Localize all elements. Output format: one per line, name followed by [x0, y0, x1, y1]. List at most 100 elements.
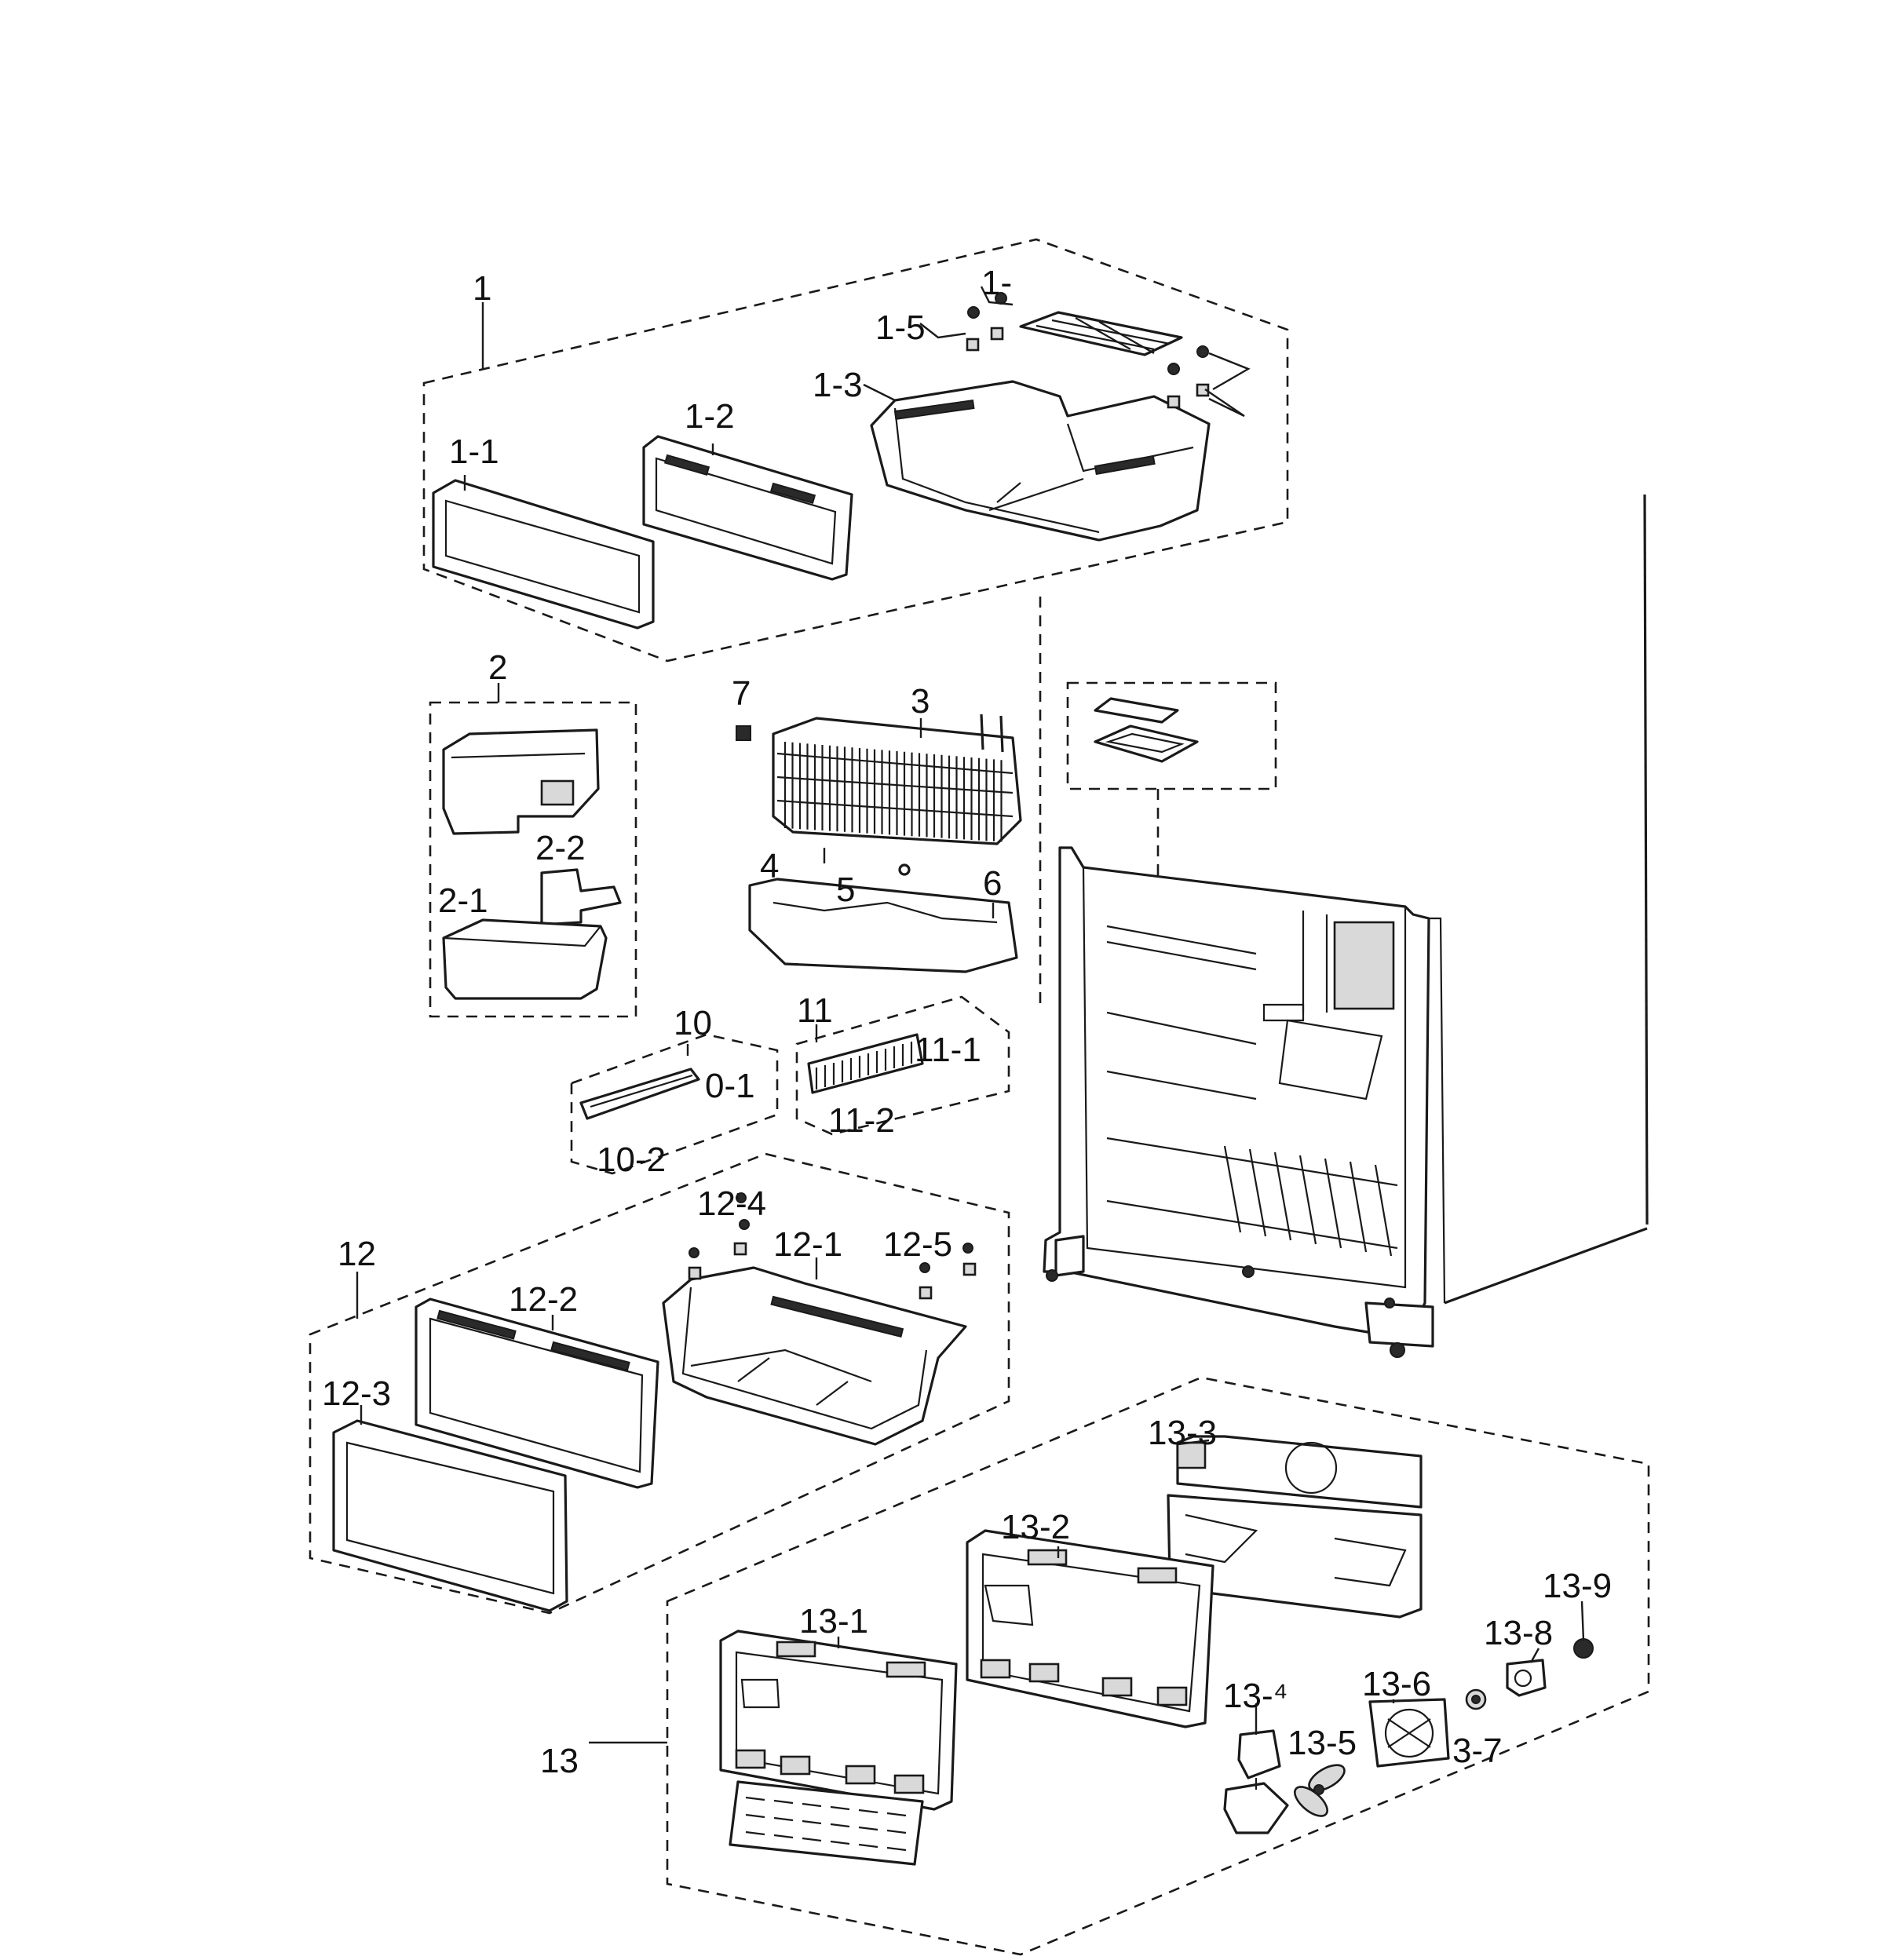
- callout-2-1: 2-1: [438, 881, 488, 920]
- leader-lines: [356, 286, 1585, 1744]
- panel-slot: [858, 1826, 878, 1831]
- callout-11-1: 11-1: [915, 1031, 981, 1069]
- part-drawer-top-grille: [1019, 311, 1183, 356]
- part-13-5-fan-blade: [1294, 1764, 1346, 1817]
- panel-slot: [830, 1805, 850, 1811]
- part-11-rail-body: [807, 1033, 924, 1094]
- callout-11: 11: [797, 991, 833, 1030]
- callout-13-1: 13-1: [799, 1602, 868, 1641]
- callout-2: 2: [488, 648, 507, 687]
- callout-3-7: 3-7: [1452, 1732, 1503, 1770]
- shelf-rib: [1324, 1158, 1342, 1249]
- part-13-1-panel: [719, 1630, 958, 1866]
- refrigerator-cabinet: [1039, 494, 1649, 1358]
- panel-slot: [886, 1846, 907, 1852]
- panel-slot: [802, 1819, 822, 1825]
- callout-7: 7: [732, 674, 751, 713]
- panel-slot: [858, 1809, 878, 1814]
- part-13-7-grommet: [1465, 1688, 1487, 1710]
- callout-1-: 1-: [981, 264, 1012, 302]
- callout-3: 3: [911, 682, 930, 721]
- shelf-rib: [1248, 1148, 1267, 1237]
- group-3-evaporator: [736, 714, 1022, 973]
- panel-slot: [745, 1796, 765, 1801]
- callout-13-9: 13-9: [1543, 1567, 1612, 1605]
- part-13-3-rear-cover: [1167, 1435, 1423, 1619]
- part-top-cover: [1094, 697, 1199, 763]
- shelf-rib: [1374, 1164, 1393, 1257]
- group-13-boundary: [666, 1376, 1650, 1956]
- part-13-9-grommet: [1573, 1638, 1594, 1659]
- callout-13: 13: [540, 1742, 579, 1780]
- panel-slot: [745, 1830, 765, 1836]
- panel-slot: [802, 1802, 822, 1808]
- part-cabinet-body: [1043, 494, 1649, 1358]
- part-13-6-fan-shroud: [1368, 1698, 1450, 1768]
- callout-12-2: 12-2: [509, 1280, 578, 1319]
- evaporator-fins: [783, 742, 1003, 842]
- callout-12-1: 12-1: [773, 1225, 842, 1264]
- part-1-3-drawer-basket: [870, 380, 1211, 542]
- part-1-1-drawer-front: [432, 479, 655, 630]
- group-12-drawer-assembly: [309, 1152, 1010, 1615]
- callout-13-2: 13-2: [1001, 1508, 1070, 1546]
- group-13-panel-fan-assembly: [666, 1376, 1650, 1956]
- group-2-ice-maker: [429, 701, 637, 1018]
- callout-1: 1: [473, 269, 491, 308]
- part-7-clip: [736, 725, 751, 741]
- shelf-rib: [1223, 1145, 1242, 1233]
- part-1-5-fasteners: [966, 292, 1210, 409]
- panel-slot: [745, 1813, 765, 1819]
- part-12-2-drawer-cover: [415, 1298, 659, 1489]
- callout-13-4: 13-⁴: [1223, 1677, 1288, 1715]
- group-10-boundary: [570, 1033, 779, 1175]
- callout-12-5: 12-5: [883, 1225, 952, 1264]
- part-5-sensor: [898, 863, 911, 876]
- group-12-boundary: [309, 1152, 1010, 1615]
- panel-slot: [830, 1823, 850, 1828]
- callout-11-2: 11-2: [828, 1101, 895, 1140]
- group-11-rail: [795, 995, 1010, 1136]
- panel-slot: [773, 1799, 794, 1805]
- top-part-boundary: [1066, 681, 1277, 790]
- shelf-rib: [1273, 1152, 1292, 1241]
- panel-slot: [886, 1812, 907, 1817]
- callout-labels: 1 1-1 1-2 1-3 1- 1-5 2 2-2 2-1 7 3 4 5 6…: [322, 264, 1612, 1780]
- panel-slot: [773, 1816, 794, 1822]
- leader-1-5-right-b: [1204, 389, 1245, 418]
- callout-0-1: 0-1: [705, 1067, 755, 1105]
- part-1-2-drawer-cover: [642, 435, 853, 581]
- panel-slot: [773, 1834, 794, 1839]
- shelf-rib: [1298, 1155, 1317, 1245]
- part-6-drain-pan: [748, 878, 1018, 973]
- panel-slot: [886, 1829, 907, 1834]
- callout-10: 10: [674, 1004, 712, 1042]
- part-2-ice-maker-unit: [442, 728, 600, 835]
- panel-slot: [858, 1843, 878, 1849]
- group-2-boundary: [429, 701, 637, 1018]
- part-12-5-fasteners: [919, 1243, 977, 1300]
- group-10-rail: [570, 1033, 779, 1175]
- callout-1-1: 1-1: [449, 433, 499, 471]
- callout-13-6: 13-6: [1362, 1665, 1431, 1703]
- shelf-rib: [1349, 1161, 1368, 1253]
- part-3-evaporator-coil: [772, 714, 1022, 845]
- callout-6: 6: [983, 864, 1002, 903]
- leader-1-5-right: [1208, 352, 1251, 391]
- callout-13-3: 13-3: [1148, 1414, 1217, 1452]
- part-10-rail-body: [579, 1068, 700, 1120]
- callout-1-3: 1-3: [813, 366, 863, 404]
- panel-slot: [802, 1837, 822, 1842]
- callout-10-2: 10-2: [597, 1141, 666, 1179]
- callout-13-5: 13-5: [1287, 1724, 1357, 1762]
- part-2-2-ice-scoop: [540, 868, 622, 926]
- callout-13-8: 13-8: [1484, 1614, 1553, 1652]
- callout-1-5: 1-5: [875, 308, 926, 347]
- part-2-1-ice-bin: [442, 918, 608, 1000]
- callout-1-2: 1-2: [685, 397, 735, 436]
- part-12-3-drawer-front: [332, 1419, 568, 1612]
- callout-12-3: 12-3: [322, 1374, 391, 1413]
- group-11-boundary: [795, 995, 1010, 1136]
- callout-5: 5: [836, 871, 855, 909]
